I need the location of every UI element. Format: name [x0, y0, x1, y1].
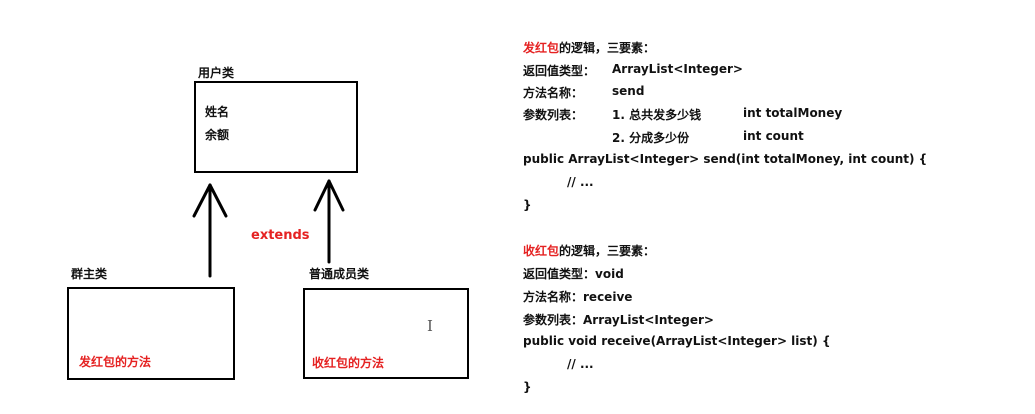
- receive-name-line: 方法名称：receive: [523, 288, 632, 305]
- send-param2-type: int count: [743, 129, 804, 143]
- send-close: }: [523, 198, 532, 212]
- send-heading: 发红包的逻辑，三要素：: [523, 39, 655, 56]
- receive-params-line: 参数列表：ArrayList<Integer>: [523, 311, 714, 328]
- receive-return-value: void: [595, 267, 624, 281]
- member-method: 收红包的方法: [312, 356, 385, 370]
- text-cursor-icon: I: [427, 317, 433, 335]
- receive-heading-rest: 的逻辑，三要素：: [559, 244, 656, 258]
- send-name-value: send: [612, 84, 645, 98]
- member-class-box: 收红包的方法: [303, 288, 469, 379]
- owner-extends-arrow: [192, 183, 228, 278]
- receive-params-value: ArrayList<Integer>: [583, 313, 714, 327]
- receive-return-label: 返回值类型：: [523, 267, 596, 281]
- user-field-balance: 余额: [205, 128, 230, 142]
- send-name-label: 方法名称：: [523, 86, 584, 100]
- user-class-title: 用户类: [198, 66, 235, 80]
- receive-heading: 收红包的逻辑，三要素：: [523, 242, 655, 259]
- send-heading-accent: 发红包: [523, 41, 560, 55]
- send-return-value: ArrayList<Integer>: [612, 62, 743, 76]
- send-param2-desc: 2. 分成多少份: [612, 131, 690, 145]
- receive-params-label: 参数列表：: [523, 313, 584, 327]
- member-extends-arrow: [313, 179, 345, 264]
- send-heading-rest: 的逻辑，三要素：: [559, 41, 656, 55]
- receive-signature: public void receive(ArrayList<Integer> l…: [523, 334, 831, 348]
- owner-class-box: 发红包的方法: [67, 287, 235, 380]
- receive-return-line: 返回值类型：void: [523, 265, 624, 282]
- user-class-box: 姓名 余额: [194, 81, 358, 173]
- receive-name-value: receive: [583, 290, 633, 304]
- user-field-name: 姓名: [205, 105, 230, 119]
- receive-heading-accent: 收红包: [523, 244, 560, 258]
- receive-body: // ...: [567, 357, 594, 371]
- send-return-label: 返回值类型：: [523, 64, 596, 78]
- receive-close: }: [523, 380, 532, 394]
- send-body: // ...: [567, 175, 594, 189]
- member-class-title: 普通成员类: [309, 267, 370, 281]
- owner-method: 发红包的方法: [79, 355, 152, 369]
- extends-label: extends: [251, 228, 310, 243]
- send-param1-desc: 1. 总共发多少钱: [612, 108, 702, 122]
- send-param1-type: int totalMoney: [743, 106, 843, 120]
- send-signature: public ArrayList<Integer> send(int total…: [523, 152, 928, 166]
- owner-class-title: 群主类: [71, 267, 108, 281]
- send-params-label: 参数列表：: [523, 108, 584, 122]
- receive-name-label: 方法名称：: [523, 290, 584, 304]
